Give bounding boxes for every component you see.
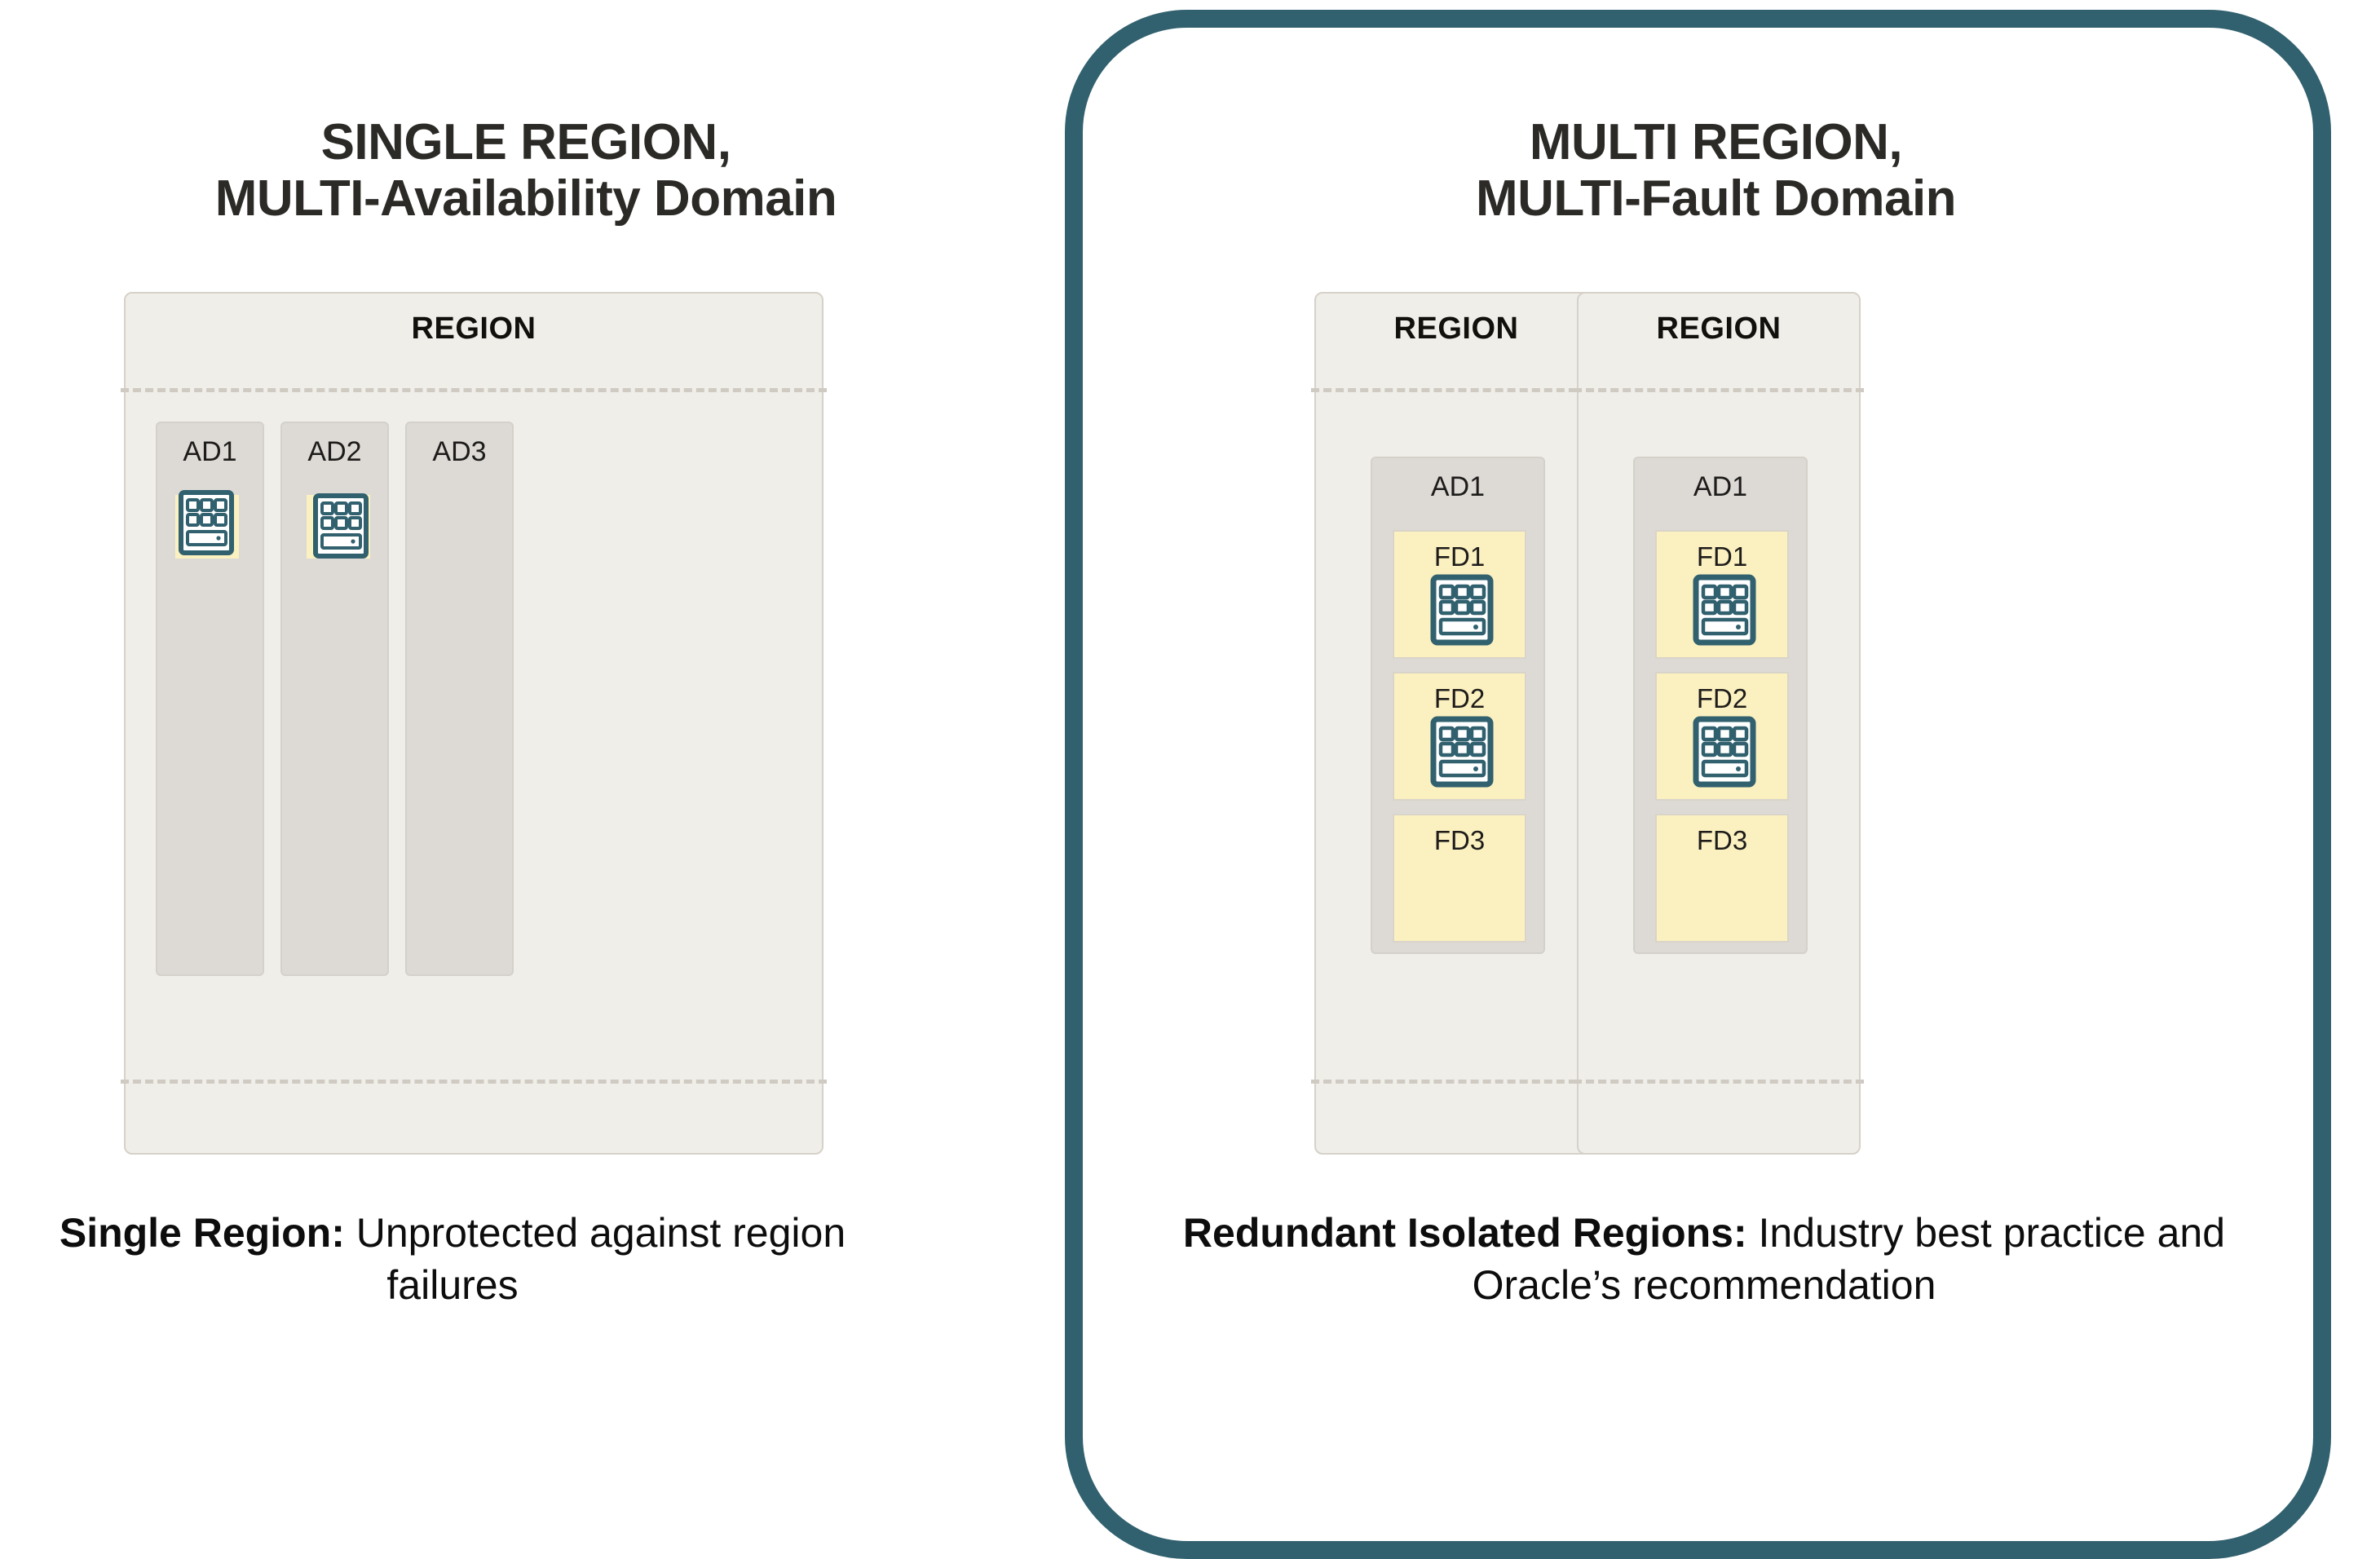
fault-domain-fd3: FD3 — [1393, 814, 1526, 943]
availability-domain-label: AD3 — [432, 436, 487, 467]
availability-domain-ad1: AD1 FD1 — [1371, 457, 1545, 954]
fault-domain-fd1: FD1 — [1393, 530, 1526, 659]
availability-domain-ad1: AD1 FD1 — [1633, 457, 1808, 954]
fault-domain-label: FD1 — [1696, 541, 1748, 572]
availability-domain-ad2: AD2 — [280, 422, 389, 976]
availability-domain-ad1: AD1 — [156, 422, 264, 976]
availability-domain-ad3: AD3 — [405, 422, 514, 976]
region-label: REGION — [1393, 311, 1519, 346]
region-box: REGION AD1 FD1 — [1311, 292, 1601, 1155]
region-divider-bottom — [121, 1080, 827, 1084]
panel-single-region: SINGLE REGION, MULTI-Availability Domain… — [0, 0, 1052, 1450]
fault-domain-label: FD3 — [1433, 825, 1486, 855]
region-divider-top — [1574, 388, 1864, 392]
region-divider-top — [121, 388, 827, 392]
fault-domain-label: FD2 — [1696, 683, 1748, 713]
caption-multi-region: Redundant Isolated Regions: Industry bes… — [1125, 1207, 2283, 1311]
caption-body: Industry best practice and Oracle’s reco… — [1472, 1210, 2226, 1308]
panel-multi-region-title: MULTI REGION, MULTI-Fault Domain — [1475, 114, 1957, 227]
availability-domain-label: AD1 — [1693, 471, 1748, 502]
region-box: REGION AD1 FD1 — [1574, 292, 1864, 1155]
server-icon — [179, 490, 234, 555]
availability-domain-label: AD2 — [307, 436, 362, 467]
availability-domain-label: AD1 — [1430, 471, 1486, 502]
panel-multi-region: MULTI REGION, MULTI-Fault Domain REGION … — [1052, 0, 2380, 1559]
region-label: REGION — [1656, 311, 1782, 346]
server-icon — [313, 493, 369, 559]
fault-domain-label: FD2 — [1433, 683, 1486, 713]
panel-single-region-title: SINGLE REGION, MULTI-Availability Domain — [214, 114, 837, 227]
fault-domain-fd2: FD2 — [1393, 672, 1526, 801]
fault-domain-label: FD3 — [1696, 825, 1748, 855]
region-divider-bottom — [1574, 1080, 1864, 1084]
region-divider-top — [1311, 388, 1601, 392]
server-icon — [1430, 716, 1494, 788]
caption-lead: Single Region: — [59, 1210, 345, 1256]
region-divider-bottom — [1311, 1080, 1601, 1084]
caption-single-region: Single Region: Unprotected against regio… — [16, 1207, 889, 1311]
region-label: REGION — [411, 311, 536, 346]
fault-domain-fd1: FD1 — [1655, 530, 1789, 659]
caption-lead: Redundant Isolated Regions: — [1182, 1210, 1747, 1256]
availability-domain-label: AD1 — [183, 436, 237, 467]
fault-domain-fd3: FD3 — [1655, 814, 1789, 943]
region-box: REGION AD1 AD — [121, 292, 827, 1155]
server-icon — [1430, 574, 1494, 646]
server-icon — [1693, 716, 1756, 788]
fault-domain-fd2: FD2 — [1655, 672, 1789, 801]
fault-domain-label: FD1 — [1433, 541, 1486, 572]
caption-body: Unprotected against region failures — [344, 1210, 846, 1308]
server-icon — [1693, 574, 1756, 646]
